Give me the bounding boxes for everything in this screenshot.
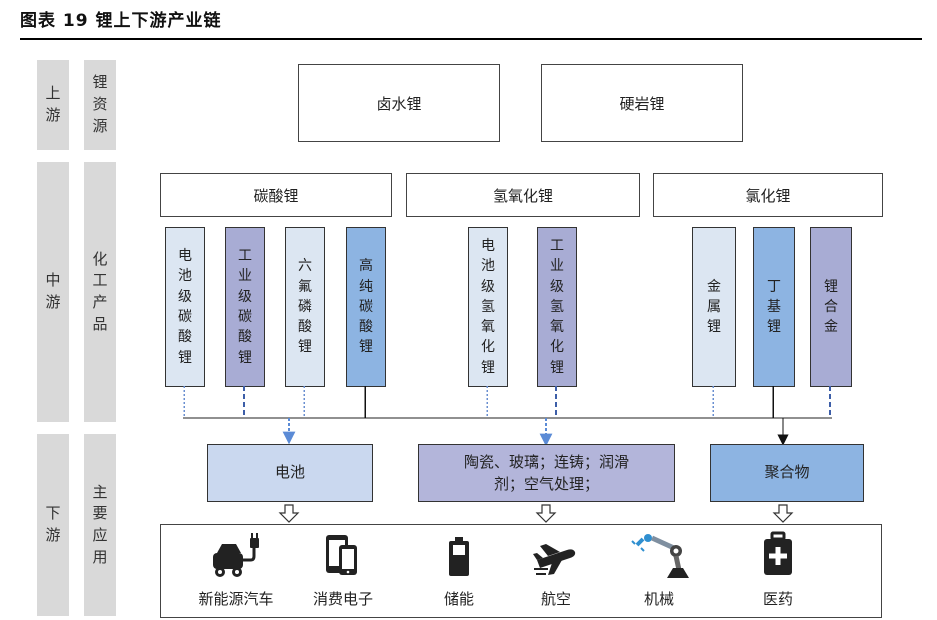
title-rule bbox=[20, 38, 922, 40]
down-arrow-icon bbox=[772, 504, 794, 523]
end-use-label-aviation: 航空 bbox=[540, 590, 571, 608]
tier-stage-upstream: 上游 bbox=[37, 60, 69, 150]
tier-stage-downstream: 下游 bbox=[37, 434, 69, 616]
end-use-panel bbox=[160, 524, 882, 618]
medical-kit-icon bbox=[764, 531, 792, 575]
product-box: 丁基锂 bbox=[753, 227, 795, 387]
upstream-box-brine-lithium: 卤水锂 bbox=[298, 64, 500, 142]
upstream-box-hard-rock-lithium: 硬岩锂 bbox=[541, 64, 743, 142]
ev-car-icon bbox=[213, 533, 259, 577]
tier-category-upstream: 锂资源 bbox=[84, 60, 116, 150]
tier-stage-midstream: 中游 bbox=[37, 162, 69, 422]
group-header-lithium-carbonate: 碳酸锂 bbox=[160, 173, 392, 217]
down-arrow-icon bbox=[535, 504, 557, 523]
product-box: 电池级氢氧化锂 bbox=[468, 227, 508, 387]
end-use-label-ev: 新能源汽车 bbox=[198, 590, 274, 608]
application-box-ceramics-glass: 陶瓷、玻璃；连铸；润滑剂；空气处理； bbox=[418, 444, 675, 502]
product-box: 工业级碳酸锂 bbox=[225, 227, 265, 387]
down-arrow-icon bbox=[278, 504, 300, 523]
robot-arm-icon bbox=[631, 534, 689, 578]
airplane-icon bbox=[533, 544, 576, 575]
product-box: 高纯碳酸锂 bbox=[346, 227, 386, 387]
group-header-lithium-hydroxide: 氢氧化锂 bbox=[406, 173, 640, 217]
figure-title: 图表 19 锂上下游产业链 bbox=[20, 11, 222, 31]
product-box: 金属锂 bbox=[692, 227, 736, 387]
end-use-label-machinery: 机械 bbox=[643, 590, 674, 608]
devices-icon bbox=[326, 535, 357, 575]
application-box-polymer: 聚合物 bbox=[710, 444, 864, 502]
tier-category-midstream: 化工产品 bbox=[84, 162, 116, 422]
end-use-label-consumer-electronics: 消费电子 bbox=[312, 590, 373, 608]
application-box-battery: 电池 bbox=[207, 444, 373, 502]
group-header-lithium-chloride: 氯化锂 bbox=[653, 173, 883, 217]
product-box: 锂合金 bbox=[810, 227, 852, 387]
product-box: 六氟磷酸锂 bbox=[285, 227, 325, 387]
tier-category-downstream: 主要应用 bbox=[84, 434, 116, 616]
battery-icon bbox=[449, 537, 469, 576]
product-box: 电池级碳酸锂 bbox=[165, 227, 205, 387]
end-use-label-medicine: 医药 bbox=[762, 590, 793, 608]
end-use-label-energy-storage: 储能 bbox=[443, 590, 474, 608]
product-box: 工业级氢氧化锂 bbox=[537, 227, 577, 387]
